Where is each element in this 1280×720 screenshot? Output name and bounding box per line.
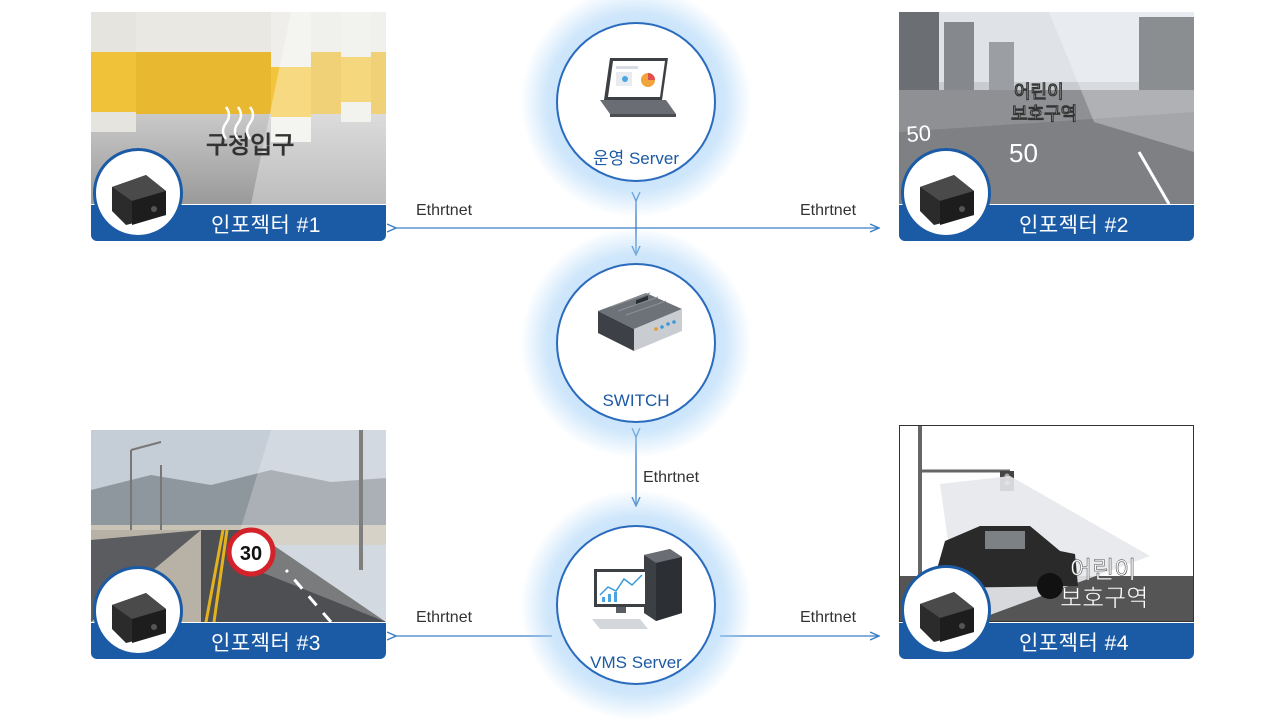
road-marking-50-left: 50 [906, 120, 932, 147]
vms-server-circle: VMS Server [556, 525, 716, 685]
switch-circle: SWITCH [556, 263, 716, 423]
road-marking-50-center: 50 [1009, 138, 1038, 168]
projector-card-2: 50 50 어린이 보호구역 인포젝터 #2 [899, 12, 1194, 242]
ops-server-label: 운영 Server [592, 149, 680, 168]
laptop-icon [600, 58, 676, 117]
vms-server-node: VMS Server [521, 490, 751, 720]
projected-text-4b: 보호구역 [1060, 585, 1148, 612]
switch-label: SWITCH [602, 391, 670, 410]
switch-node: SWITCH [521, 228, 751, 458]
vms-server-label: VMS Server [590, 653, 682, 672]
projector-4-label: 인포젝터 #4 [1019, 632, 1129, 655]
projector-2-scene: 50 50 어린이 보호구역 [899, 12, 1194, 204]
link-label-bottom-right: Ethrtnet [800, 609, 857, 626]
ops-server-node: 운영 Server [521, 0, 751, 217]
ops-server-circle: 운영 Server [556, 22, 716, 182]
projected-text-1: 구청입구 [206, 132, 294, 159]
projector-card-3: 30 인포젝터 #3 [91, 430, 386, 660]
projector-3-label: 인포젝터 #3 [211, 632, 321, 655]
projected-text-2b: 보호구역 [1011, 104, 1077, 124]
projector-2-label: 인포젝터 #2 [1019, 214, 1129, 237]
projector-device-icon [93, 148, 183, 238]
projected-text-2a: 어린이 [1014, 82, 1064, 102]
link-label-middle: Ethrtnet [643, 469, 700, 486]
link-label-top-left: Ethrtnet [416, 202, 473, 219]
projector-1-label: 인포젝터 #1 [211, 214, 321, 237]
link-label-top-right: Ethrtnet [800, 202, 857, 219]
desktop-computer-icon [592, 549, 682, 629]
network-switch-icon [598, 292, 682, 351]
projector-card-4: 어린이 보호구역 인포젝터 #4 [899, 425, 1194, 659]
projector-card-1: 구청입구 인포젝터 #1 [91, 12, 386, 242]
projector-device-icon [93, 566, 183, 656]
projector-device-icon [901, 148, 991, 238]
projector-1-scene: 구청입구 [91, 12, 386, 204]
projected-text-4a: 어린이 [1070, 557, 1136, 584]
link-label-bottom-left: Ethrtnet [416, 609, 473, 626]
speed-sign-30: 30 [240, 543, 262, 565]
projector-device-icon [901, 565, 991, 655]
